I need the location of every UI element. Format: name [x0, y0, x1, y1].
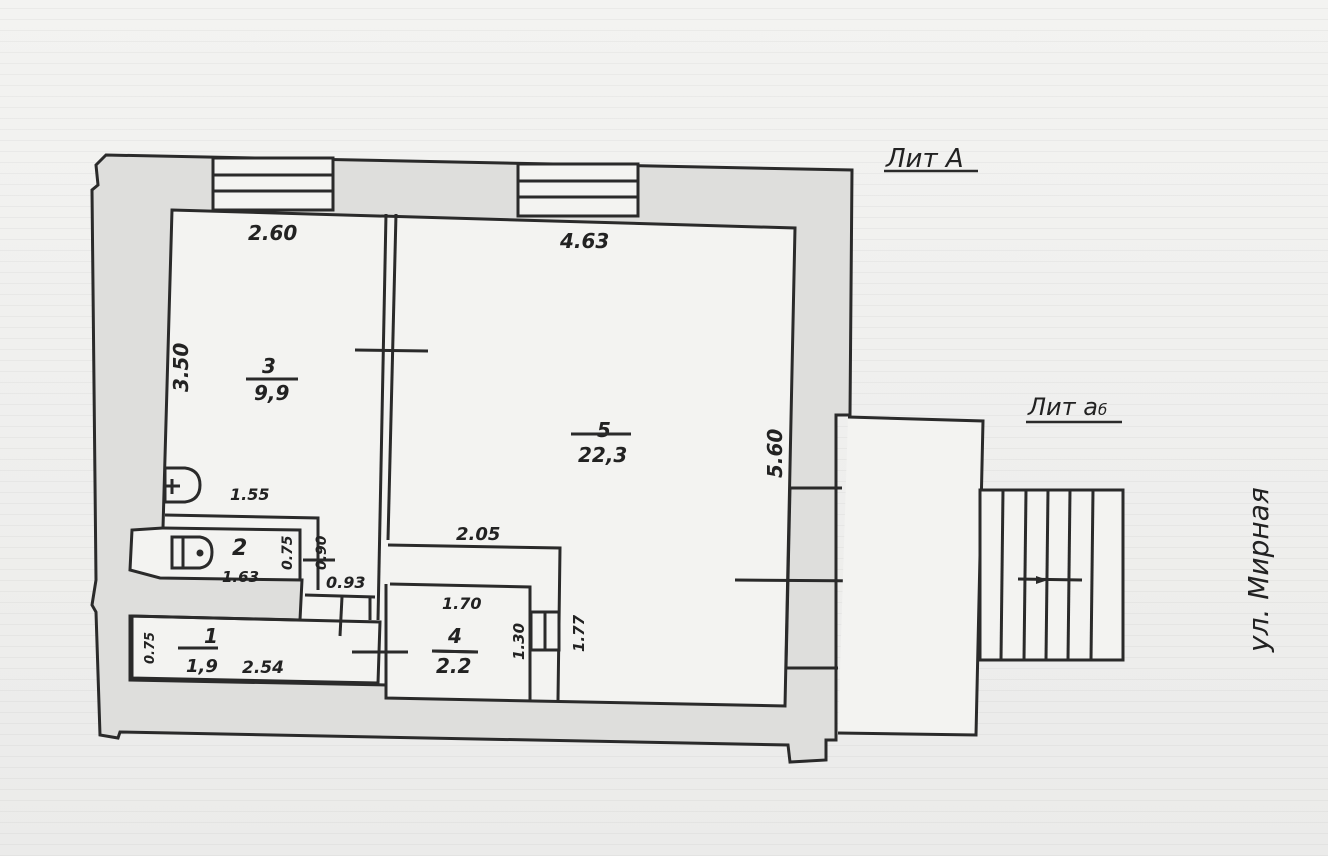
- room-4-number: 4: [447, 624, 462, 648]
- interior: [128, 208, 797, 708]
- stairs: [978, 488, 1125, 662]
- label-street: ул. Мирная: [1242, 487, 1275, 653]
- room-2-side: 0.90: [314, 535, 330, 570]
- stairs-arrow-icon: [1036, 576, 1048, 584]
- room-5-depth: 5.60: [763, 429, 787, 478]
- annex-lit-a6: [837, 415, 985, 737]
- room-2-top: 1.55: [230, 485, 269, 504]
- room-3-number: 3: [262, 354, 276, 378]
- room-4-area: 2.2: [436, 654, 471, 678]
- room-1-depth: 0.75: [143, 632, 158, 664]
- room-2-width: 1.63: [222, 568, 259, 586]
- room-4-outer-depth: 1.77: [570, 614, 588, 652]
- room-5-width: 4.63: [559, 229, 609, 253]
- room-2-number: 2: [232, 536, 247, 561]
- room-4-width: 1.70: [442, 594, 481, 613]
- room-5-area: 22,3: [578, 443, 627, 467]
- window-room5: [516, 162, 640, 218]
- bathtub-icon: [170, 535, 214, 570]
- room-1-area: 1,9: [186, 656, 218, 677]
- toilet-icon: [163, 466, 202, 504]
- room-1-walls: [130, 614, 408, 685]
- label-lit-a: Лит А: [885, 144, 964, 174]
- window-room3: [211, 156, 335, 212]
- room-2-walls: [162, 513, 376, 637]
- room-3-width: 2.60: [248, 221, 297, 245]
- room-3-depth: 3.50: [169, 343, 193, 392]
- room-2-depth: 0.75: [280, 535, 296, 570]
- room-3-area: 9,9: [254, 381, 290, 405]
- label-lit-a6: Лит аб: [1027, 393, 1107, 421]
- room-1-number: 1: [204, 624, 218, 648]
- room-4-depth: 1.30: [510, 623, 528, 660]
- room-5-number: 5: [597, 418, 611, 442]
- room-2-door: 0.93: [326, 573, 365, 592]
- partition-3-5: [354, 213, 429, 621]
- room-1-width: 2.54: [242, 658, 284, 678]
- room-4-outer-width: 2.05: [456, 524, 500, 545]
